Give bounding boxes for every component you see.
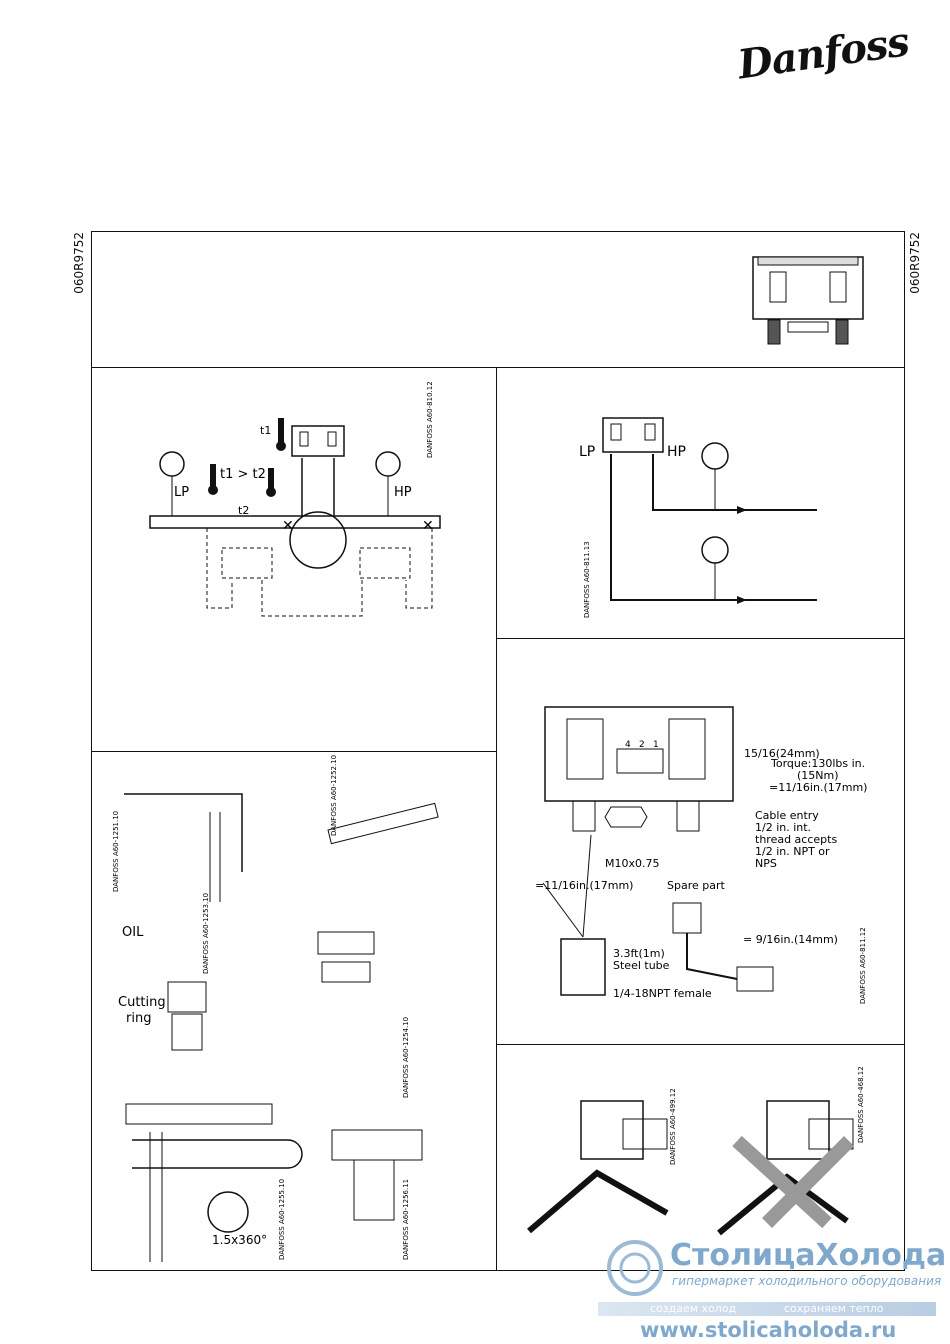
ref-a60-811-12: DANFOSS A60-811.12 (859, 927, 867, 1004)
ref-1254: DANFOSS A60-1254.10 (402, 1017, 410, 1098)
panel-assembly: OIL Cutting ring 1.5x360° DANFOSS A60-12… (91, 751, 497, 1271)
gauge-hp-label: HP (667, 444, 686, 460)
lp-label: LP (174, 485, 189, 500)
header-panel (91, 231, 905, 368)
hex-17b-label: =11/16in.(17mm) (535, 879, 633, 892)
torque-nm-label: (15Nm) (797, 769, 839, 782)
danfoss-logo: Danfoss (735, 18, 912, 89)
torque-label: Torque:130lbs in. (770, 757, 865, 770)
watermark-name: СтолицаХолода (670, 1238, 947, 1273)
ref-499: DANFOSS A60-499.12 (669, 1088, 677, 1165)
ref-1255: DANFOSS A60-1255.10 (278, 1179, 286, 1260)
rotation-label: 1.5x360° (212, 1233, 267, 1247)
pressure-switch-image (752, 256, 864, 345)
steel-tube-2: Steel tube (613, 959, 670, 972)
cutting-ring-2: ring (126, 1011, 151, 1026)
panel-wrench: DANFOSS A60-499.12 DANFOSS A60-468.12 (496, 1044, 905, 1271)
doc-code-right: 060R9752 (908, 232, 922, 294)
panel-lp-hp-install: ✕ ✕ t1 t1 > t2 t2 LP HP DANFOSS A60-810.… (91, 367, 497, 752)
cable-entry-4: 1/2 in. NPT or (755, 845, 830, 858)
ref-1256: DANFOSS A60-1256.11 (402, 1179, 410, 1260)
watermark-slogan-bar: создаем холод сохраняем тепло (598, 1302, 936, 1316)
panel-gauges: LP HP DANFOSS A60-811.13 (496, 367, 905, 639)
watermark-slogan-left: создаем холод (650, 1302, 737, 1315)
steel-tube-1: 3.3ft(1m) (613, 947, 665, 960)
ref-a60-811-13: DANFOSS A60-811.13 (583, 541, 591, 618)
cable-entry-2: 1/2 in. int. (755, 821, 811, 834)
cutting-ring-1: Cutting (118, 995, 166, 1010)
npt-female-label: 1/4-18NPT female (613, 987, 712, 1000)
ref-468: DANFOSS A60-468.12 (857, 1066, 865, 1143)
terminal-2: 2 (639, 740, 645, 750)
svg-text:✕: ✕ (422, 518, 434, 534)
oil-label: OIL (122, 925, 144, 940)
watermark-url[interactable]: www.stolicaholoda.ru (640, 1318, 897, 1342)
t2-label: t2 (238, 504, 249, 517)
svg-text:✕: ✕ (282, 518, 294, 534)
ref-a60-810: DANFOSS A60-810.12 (426, 381, 434, 458)
watermark-tagline: гипермаркет холодильного оборудования (672, 1274, 942, 1288)
hex-17a-label: =11/16in.(17mm) (769, 781, 867, 794)
cable-entry-3: thread accepts (755, 833, 837, 846)
watermark-slogan-right: сохраняем тепло (784, 1302, 884, 1315)
doc-code-left: 060R9752 (72, 232, 86, 294)
hex-24-label: 15/16(24mm) (744, 747, 820, 760)
m10-label: M10x0.75 (605, 857, 660, 870)
panel-fittings: 15/16(24mm) Torque:130lbs in. (15Nm) =11… (496, 638, 905, 1045)
cable-entry-5: NPS (755, 857, 777, 870)
terminal-4: 4 (625, 740, 631, 750)
t1-label: t1 (260, 424, 271, 437)
cable-entry-1: Cable entry (755, 809, 819, 822)
temp-inequality: t1 > t2 (220, 467, 266, 482)
spare-part-label: Spare part (667, 879, 725, 892)
ref-1251: DANFOSS A60-1251.10 (112, 811, 120, 892)
gauge-lp-label: LP (579, 444, 595, 460)
ref-1252: DANFOSS A60-1252.10 (330, 755, 338, 836)
hp-label: HP (394, 485, 412, 500)
watermark-logo-icon (607, 1240, 663, 1296)
ref-1253: DANFOSS A60-1253.10 (202, 893, 210, 974)
terminal-1: 1 (653, 740, 659, 750)
hex-14-label: = 9/16in.(14mm) (743, 933, 838, 946)
